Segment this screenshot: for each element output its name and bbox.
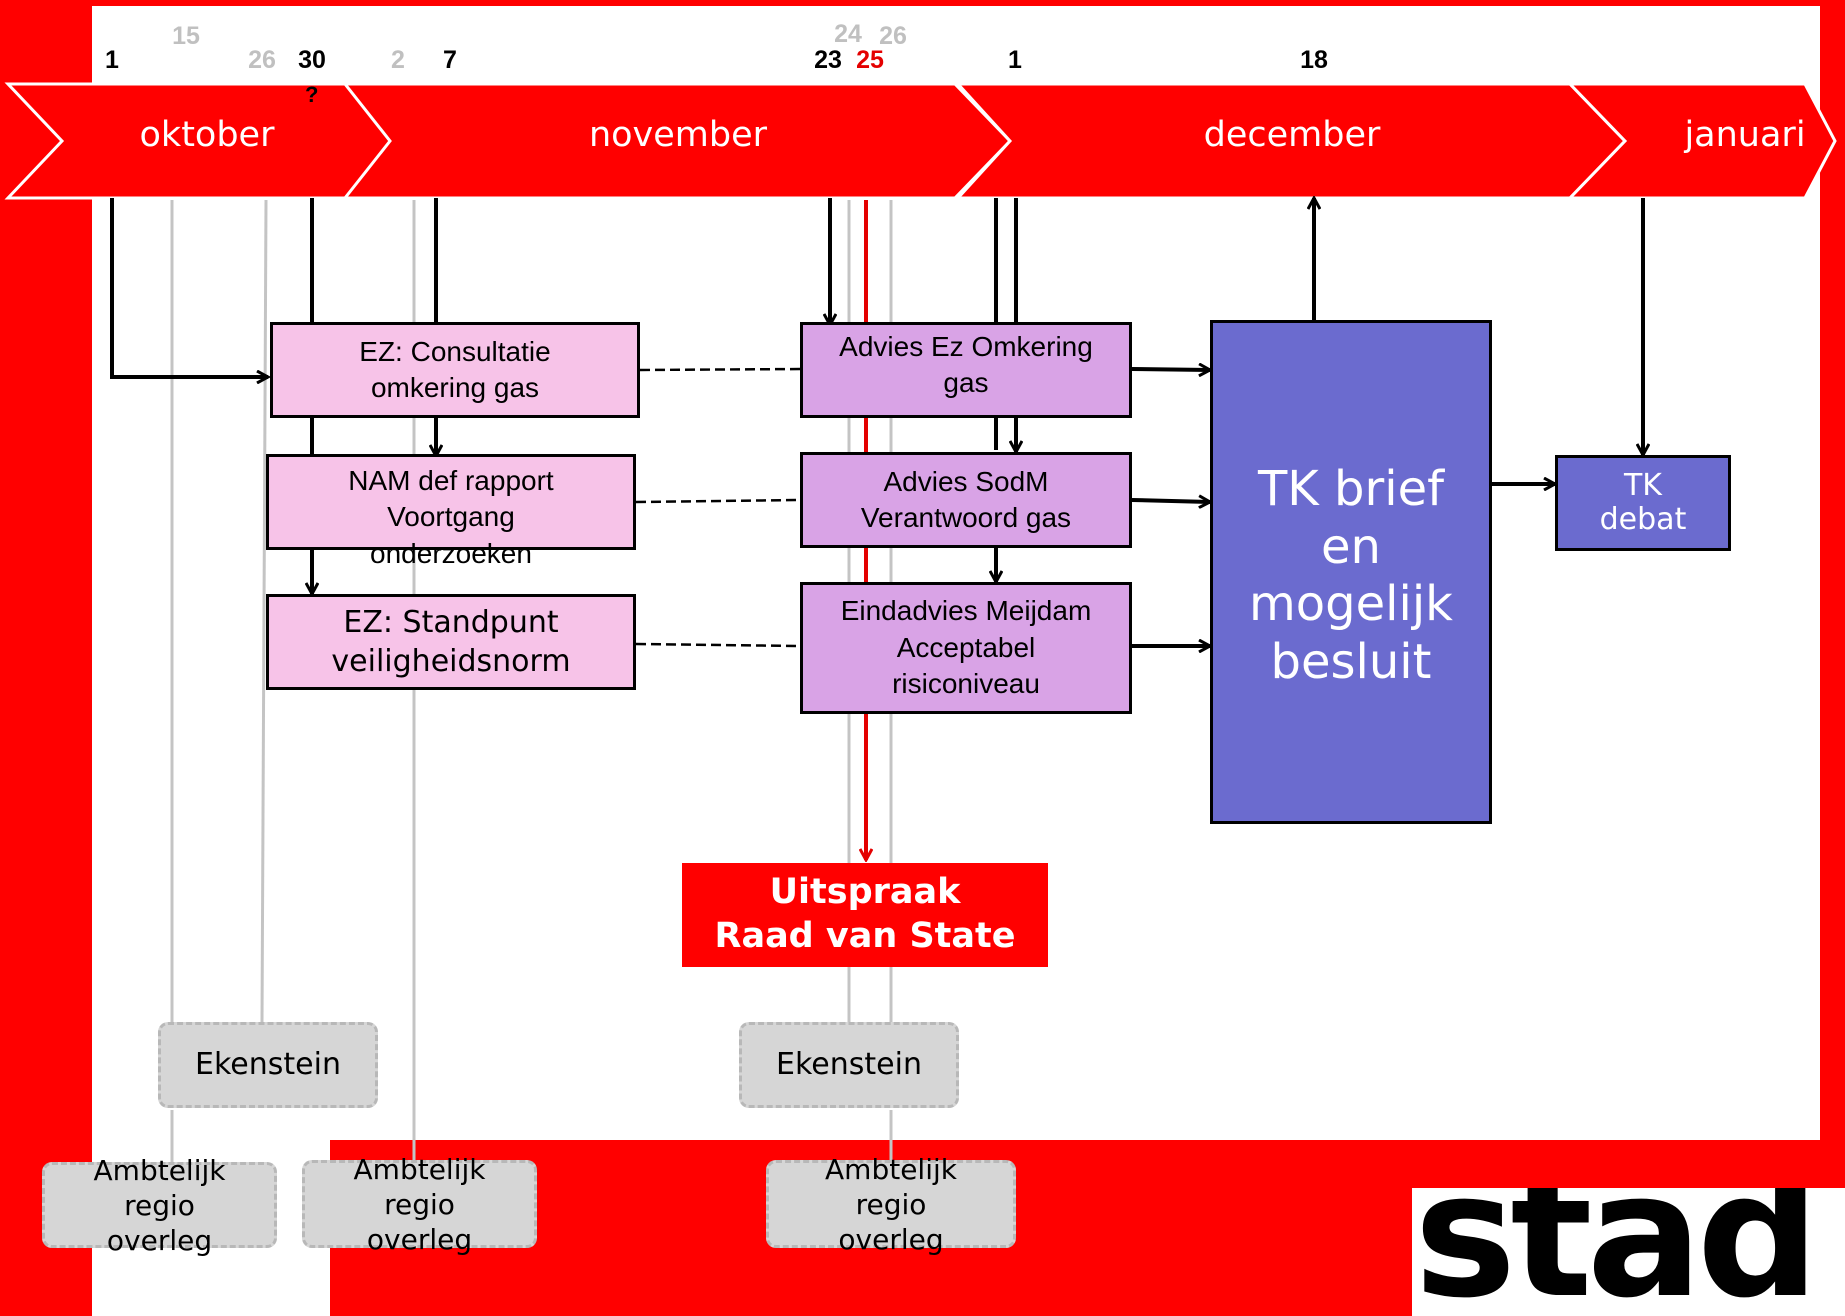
date-nov-2: 2 (391, 46, 405, 74)
ez-standpunt-box: EZ: Standpunt veiligheidsnorm (266, 594, 636, 690)
date-nov-7: 7 (443, 46, 457, 74)
dashed-connectors (635, 367, 801, 648)
date-nov-26: 26 (879, 22, 907, 50)
month-label-januari: januari (1684, 115, 1806, 155)
date-okt-30: 30 (298, 46, 326, 74)
tk-debat-label: TK debat (1599, 467, 1687, 537)
eindadvies-box: Eindadvies Meijdam Acceptabel risiconive… (800, 582, 1132, 714)
stad-logo-text: stad (1414, 1188, 1820, 1316)
eindadvies-label: Eindadvies Meijdam Acceptabel risiconive… (840, 595, 1092, 700)
month-label-november: november (588, 115, 768, 155)
uitspraak-label: Uitspraak Raad van State (714, 872, 1016, 956)
ambtelijk-overleg-box-2: Ambtelijk regio overleg (302, 1153, 537, 1256)
ekenstein-box-2: Ekenstein (739, 1022, 959, 1108)
date-okt-1: 1 (105, 46, 119, 74)
date-nov-25: 25 (856, 46, 884, 74)
date-nov-23: 23 (814, 46, 842, 74)
ez-standpunt-label: EZ: Standpunt veiligheidsnorm (331, 605, 571, 679)
uitspraak-raad-van-state: Uitspraak Raad van State (682, 863, 1048, 967)
month-label-oktober: oktober (139, 115, 275, 155)
tk-brief-label: TK brief en mogelijk besluit (1249, 461, 1453, 690)
nam-rapport-label: NAM def rapport Voortgang onderzoeken (348, 465, 554, 569)
arrow-1-okt (110, 198, 268, 377)
month-label-december: december (1203, 115, 1381, 155)
month-band-november (341, 82, 1013, 200)
date-okt-26: 26 (248, 46, 276, 74)
advies-ez-label: Advies Ez Omkering gas (839, 331, 1093, 399)
ez-consultatie-label: EZ: Consultatie omkering gas (359, 335, 551, 403)
ambtelijk-overleg-box-3: Ambtelijk regio overleg (766, 1153, 1016, 1256)
tk-brief-box: TK brief en mogelijk besluit (1210, 320, 1492, 824)
ambtelijk-overleg-label-1: Ambtelijk regio overleg (93, 1153, 226, 1257)
arrow-sodm-to-tk (1131, 500, 1210, 502)
date-dec-1: 1 (1008, 46, 1022, 74)
ekenstein-label-1: Ekenstein (195, 1047, 341, 1083)
ekenstein-label-2: Ekenstein (776, 1047, 922, 1083)
advies-ez-box: Advies Ez Omkering gas (800, 322, 1132, 418)
stad-logo: stad (1412, 1188, 1845, 1316)
ambtelijk-overleg-box-1: Ambtelijk regio overleg (42, 1154, 277, 1257)
date-dec-18: 18 (1300, 46, 1328, 74)
ez-consultatie-box: EZ: Consultatie omkering gas (270, 322, 640, 418)
date-nov-24: 24 (834, 20, 862, 48)
advies-sodm-box: Advies SodM Verantwoord gas (800, 452, 1132, 548)
date-okt-15: 15 (172, 22, 200, 50)
ambtelijk-overleg-label-2: Ambtelijk regio overleg (353, 1152, 486, 1256)
tk-debat-box: TK debat (1555, 455, 1731, 551)
ambtelijk-overleg-label-3: Ambtelijk regio overleg (825, 1152, 957, 1256)
month-band-januari (1566, 82, 1837, 200)
ekenstein-box-1: Ekenstein (158, 1022, 378, 1108)
arrow-advies-ez-to-tk (1131, 369, 1210, 370)
advies-sodm-label: Advies SodM Verantwoord gas (860, 465, 1072, 533)
nam-rapport-box: NAM def rapport Voortgang onderzoeken (266, 454, 636, 569)
date-okt-30-note: ? (305, 82, 319, 107)
